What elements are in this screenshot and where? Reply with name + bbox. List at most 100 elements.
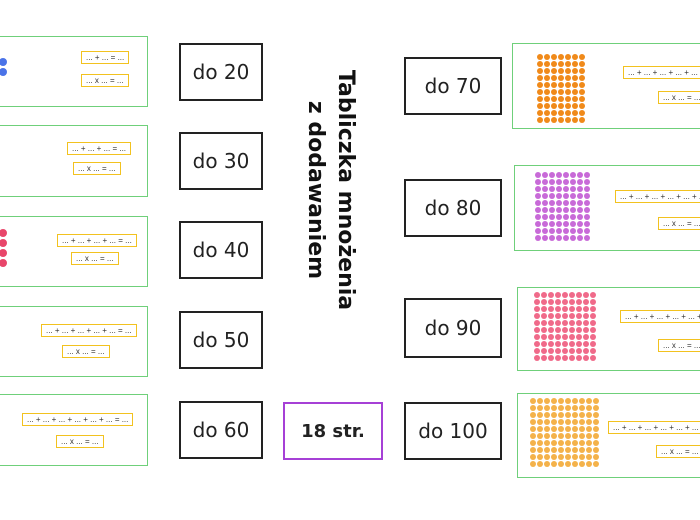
flower-icon (565, 419, 571, 425)
flower-icon (584, 179, 590, 185)
flower-icon (551, 117, 557, 123)
pages-count-badge: 18 str. (283, 402, 383, 460)
addition-formula: ... + ... + ... + ... = ... (57, 234, 137, 247)
flower-icon (563, 214, 569, 220)
flower-icon (530, 405, 536, 411)
flower-icon (534, 327, 540, 333)
flower-icon (569, 292, 575, 298)
right-card-70[interactable]: ... + ... + ... + ... + ... + ... ... x … (512, 43, 700, 129)
multiplication-formula: ... x ... = ... (656, 445, 700, 458)
flower-icon (590, 355, 596, 361)
left-card-3[interactable]: ... + ... + ... + ... = ... ... x ... = … (0, 216, 148, 287)
level-do-30-button[interactable]: do 30 (179, 132, 263, 190)
flower-icon (584, 200, 590, 206)
flower-icon (572, 398, 578, 404)
flower-icon (558, 447, 564, 453)
flower-icon (534, 292, 540, 298)
level-do-60-button[interactable]: do 60 (179, 401, 263, 459)
flower-icon (535, 235, 541, 241)
level-do-50-button[interactable]: do 50 (179, 311, 263, 369)
flower-icon (572, 110, 578, 116)
flower-icon (579, 461, 585, 467)
level-do-40-button[interactable]: do 40 (179, 221, 263, 279)
flower-icon (548, 313, 554, 319)
right-card-100[interactable]: ... + ... + ... + ... + ... + ... ... x … (517, 393, 700, 478)
flower-icon (590, 348, 596, 354)
flower-icon (535, 193, 541, 199)
flower-icon (537, 398, 543, 404)
flower-icon (541, 306, 547, 312)
flower-icon (537, 426, 543, 432)
pages-label: 18 str. (301, 420, 365, 442)
flower-icon (530, 433, 536, 439)
flower-icon (579, 426, 585, 432)
flower-icon (544, 82, 550, 88)
flower-icon (558, 117, 564, 123)
page-title: Tabliczka mnożenia z dodawaniem (300, 40, 360, 340)
level-do-80-button[interactable]: do 80 (404, 179, 502, 237)
level-label: do 80 (424, 196, 482, 220)
flower-icon (551, 433, 557, 439)
level-label: do 100 (418, 419, 488, 443)
flower-icon (570, 235, 576, 241)
flower-icon (548, 348, 554, 354)
flower-icon (576, 313, 582, 319)
flower-icon (544, 68, 550, 74)
flower-icon (579, 110, 585, 116)
level-do-70-button[interactable]: do 70 (404, 57, 502, 115)
left-card-4[interactable]: ... + ... + ... + ... + ... = ... ... x … (0, 306, 148, 377)
flower-icon (586, 419, 592, 425)
flower-icon (556, 214, 562, 220)
flower-icon (576, 306, 582, 312)
flower-icon (551, 89, 557, 95)
flower-icon (555, 313, 561, 319)
level-label: do 70 (424, 74, 482, 98)
left-card-2[interactable]: ... + ... + ... = ... ... x ... = ... (0, 125, 148, 197)
flower-icon (576, 292, 582, 298)
flower-icon (530, 447, 536, 453)
flower-icon (562, 313, 568, 319)
flower-icon (555, 348, 561, 354)
flower-icon (570, 228, 576, 234)
flower-icon (590, 341, 596, 347)
title-line-2: z dodawaniem (303, 100, 328, 280)
flower-icon (541, 320, 547, 326)
flower-icon (562, 299, 568, 305)
level-do-90-button[interactable]: do 90 (404, 298, 502, 358)
right-card-80[interactable]: ... + ... + ... + ... + ... + ... ... x … (514, 165, 700, 251)
flower-icon (576, 320, 582, 326)
flower-icon (537, 61, 543, 67)
flower-icon (537, 412, 543, 418)
flower-icon (535, 214, 541, 220)
flower-icon (551, 54, 557, 60)
flower-icon (551, 82, 557, 88)
right-card-90[interactable]: ... + ... + ... + ... + ... + ... ... x … (517, 287, 700, 371)
left-card-1[interactable]: ... + ... = ... ... x ... = ... (0, 36, 148, 107)
flower-icon (549, 214, 555, 220)
addition-formula: ... + ... + ... + ... + ... = ... (41, 324, 137, 337)
flower-icon (558, 405, 564, 411)
flower-icon (579, 96, 585, 102)
multiplication-formula: ... x ... = ... (658, 339, 700, 352)
level-do-100-button[interactable]: do 100 (404, 402, 502, 460)
flower-icon (593, 447, 599, 453)
flower-icon (556, 235, 562, 241)
left-card-5[interactable]: ... + ... + ... + ... + ... + ... = ... … (0, 394, 148, 466)
level-do-20-button[interactable]: do 20 (179, 43, 263, 101)
flower-icon (558, 103, 564, 109)
flower-icon (590, 299, 596, 305)
flower-icon (555, 306, 561, 312)
flower-icon (577, 228, 583, 234)
flower-icon (586, 398, 592, 404)
flower-icon (556, 200, 562, 206)
flower-icon (555, 299, 561, 305)
flower-icon (586, 454, 592, 460)
multiplication-formula: ... x ... = ... (62, 345, 110, 358)
flower-icon (569, 320, 575, 326)
flower-icon (584, 214, 590, 220)
flower-icon (534, 355, 540, 361)
flower-icon (558, 398, 564, 404)
flower-icon (558, 110, 564, 116)
flower-icon (537, 454, 543, 460)
flower-icon (579, 412, 585, 418)
